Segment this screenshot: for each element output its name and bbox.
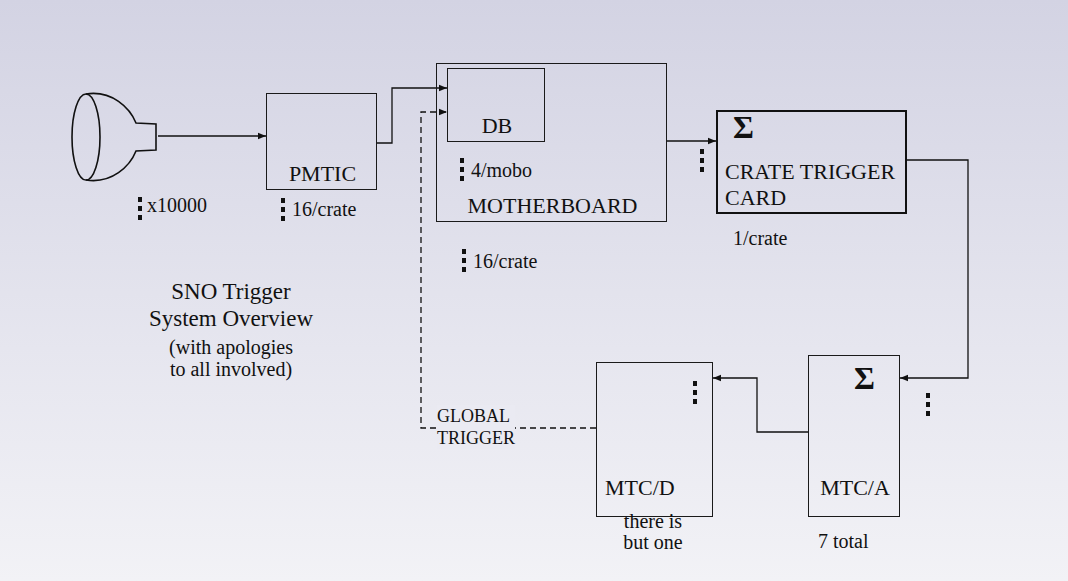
dot (460, 158, 464, 163)
dot (693, 390, 697, 395)
count-label: 7 total (818, 529, 869, 553)
subtitle-note: (with apologies to all involved) (164, 336, 298, 380)
mtcd-box: MTC/Dthere is but one (596, 362, 713, 517)
dot (281, 207, 285, 212)
motherboard-box: MOTHERBOARD16/crateDB4/mobo (436, 63, 667, 222)
dot (460, 176, 464, 181)
count-label: x10000 (147, 193, 207, 217)
dot (462, 267, 466, 272)
dot (281, 216, 285, 221)
box-label: MTC/A (809, 475, 901, 501)
dot (138, 215, 142, 220)
dot (700, 158, 704, 163)
dot (693, 381, 697, 386)
db-box: DB4/mobo (447, 68, 545, 142)
crate-trigger-box: ΣCRATE TRIGGER CARD1/crate (716, 110, 907, 214)
diagram-title: SNO Trigger System Overview (143, 278, 319, 332)
mtca-box: ΣMTC/A7 total (808, 355, 900, 517)
note-label: there is but one (613, 511, 693, 553)
pmt-outline (70, 90, 158, 185)
box-label: DB (448, 113, 546, 139)
dot (462, 258, 466, 263)
dot (693, 399, 697, 404)
connector (158, 135, 266, 136)
signal-label: GLOBAL TRIGGER (437, 405, 515, 449)
dot (138, 206, 142, 211)
count-label: 1/crate (733, 226, 787, 250)
connector (667, 140, 716, 141)
pmt-face (72, 94, 100, 180)
box-label: CRATE TRIGGER CARD (725, 159, 897, 211)
dot (138, 197, 142, 202)
ellipsis-dots (138, 149, 930, 416)
dot (700, 167, 704, 172)
box-label: MOTHERBOARD (437, 193, 668, 219)
connector (713, 378, 808, 432)
dot (462, 249, 466, 254)
dot (700, 149, 704, 154)
sum-symbol: Σ (854, 359, 875, 397)
connector (421, 112, 596, 428)
connector (900, 160, 968, 378)
count-label: 16/crate (473, 249, 537, 273)
dot (460, 167, 464, 172)
count-label: 4/mobo (471, 158, 532, 182)
dot (281, 198, 285, 203)
pmtic-box: PMTIC16/crate (266, 93, 377, 190)
dot (926, 411, 930, 416)
box-label: MTC/D (605, 475, 675, 501)
dot (926, 402, 930, 407)
pmt-figure: x10000 (70, 90, 158, 185)
dot (926, 393, 930, 398)
sum-symbol: Σ (733, 108, 754, 146)
count-label: 16/crate (292, 197, 356, 221)
box-label: PMTIC (267, 161, 378, 187)
